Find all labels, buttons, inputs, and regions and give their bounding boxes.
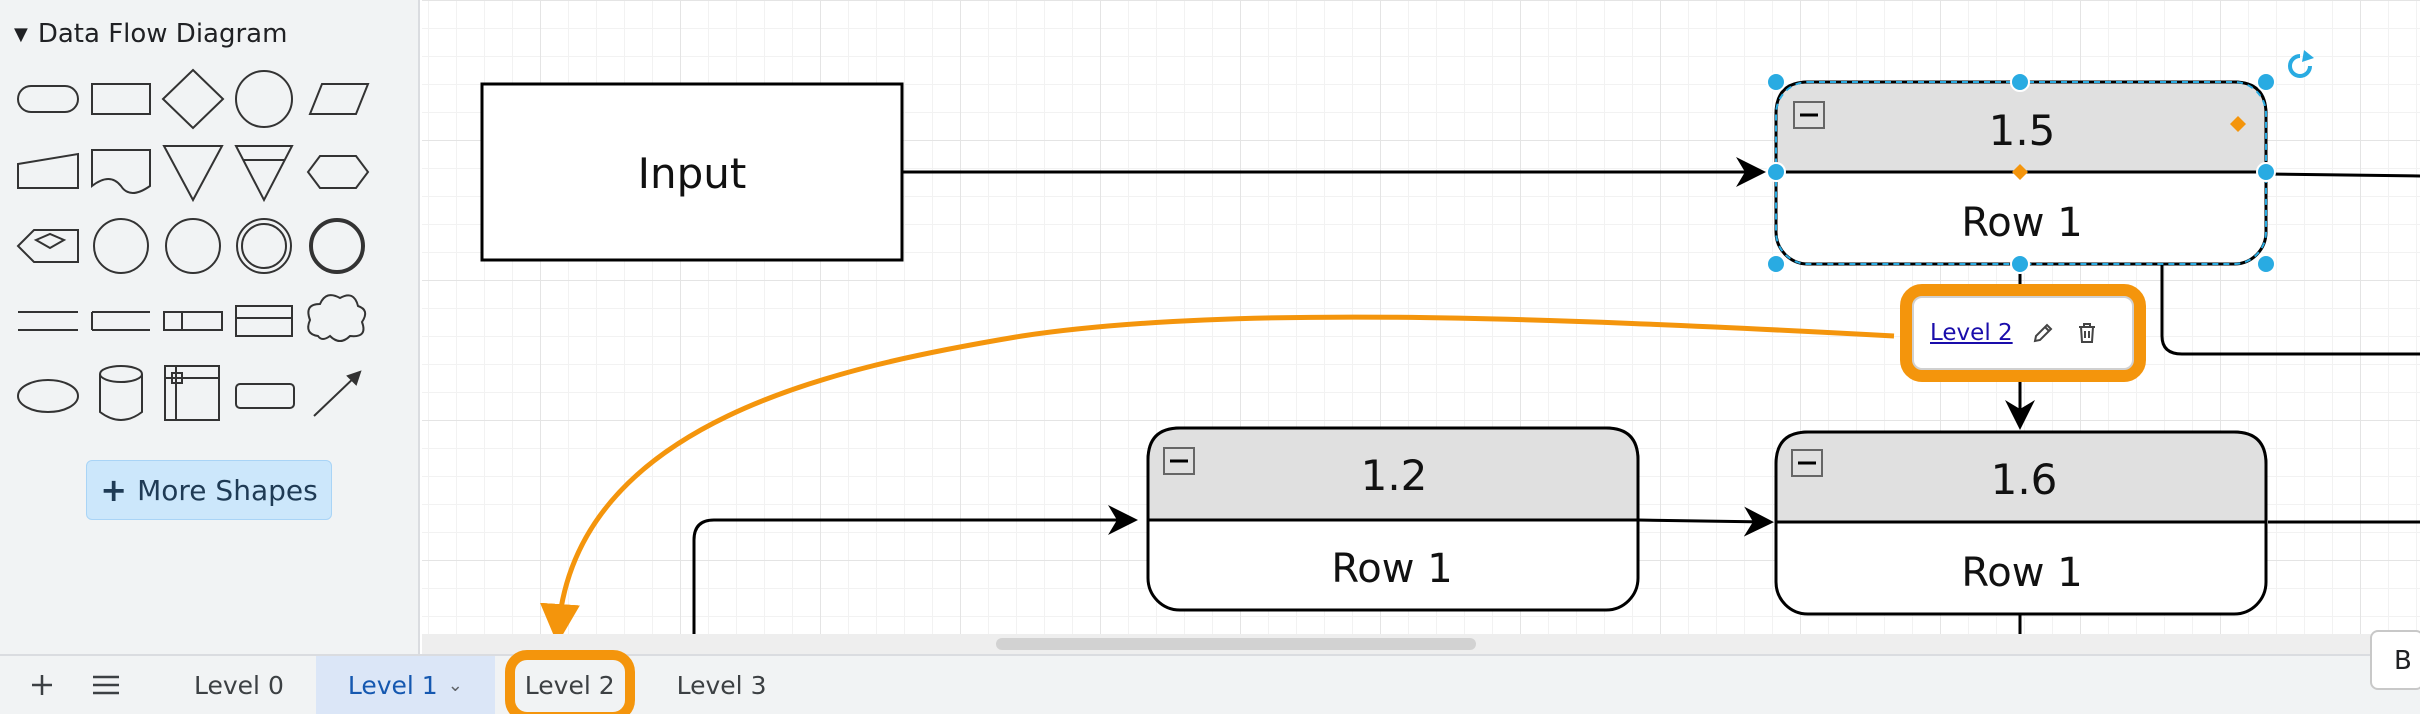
edge-link-toolbar: Level 2 [1912,296,2134,370]
tab-level-2[interactable]: Level 2 [504,650,635,714]
tab-label: Level 0 [194,670,284,700]
corner-button-label: B [2394,646,2412,676]
more-shapes-label: More Shapes [137,473,318,507]
input-label: Input [638,149,747,198]
pages-menu-button[interactable] [74,656,138,714]
scrollbar-thumb[interactable] [996,638,1476,650]
node-1-6-row: Row 1 [1961,550,2082,596]
shape-thick-circle[interactable] [309,218,365,274]
more-shapes-button[interactable]: + More Shapes [86,460,332,520]
shape-data-store[interactable] [18,311,78,331]
input-node[interactable]: Input [480,82,904,262]
tab-highlight-ring [504,650,635,714]
callout-arrow [540,314,1895,644]
shape-manual-input[interactable] [17,152,79,189]
page-link-level-2[interactable]: Level 2 [1930,320,2013,346]
shape-parallelogram[interactable] [308,83,370,115]
shape-rectangle[interactable] [91,83,151,115]
edge-1-5-bottom-right[interactable] [2160,264,2420,356]
shape-document[interactable] [91,149,151,194]
horizontal-scrollbar[interactable] [422,634,2420,654]
collapse-button-1-2[interactable] [1163,447,1195,475]
pencil-icon[interactable] [2029,319,2057,347]
adjust-handle-corner[interactable] [2230,116,2246,132]
shape-process-rounded[interactable] [235,383,295,409]
corner-button[interactable]: B [2370,630,2420,690]
shape-cylinder[interactable] [99,365,143,421]
shape-diamond[interactable] [161,68,225,130]
plus-icon: + [100,471,128,509]
shape-palette [0,0,420,440]
rotate-icon[interactable] [2288,50,2314,78]
node-1-2-title: 1.2 [1361,451,1428,500]
plus-icon [32,675,52,695]
node-1-5-title: 1.5 [1989,106,2056,155]
shape-circle-3[interactable] [165,218,221,274]
process-node-1-2[interactable]: 1.2 Row 1 [1146,426,1640,612]
shape-double-circle[interactable] [236,218,292,274]
shape-ellipse[interactable] [17,379,79,413]
tab-level-1[interactable]: Level 1 ⌄ [315,656,495,714]
node-1-5-row: Row 1 [1961,200,2082,246]
caret-down-icon: ▼ [14,23,28,45]
link-toolbar-highlight: Level 2 [1900,284,2146,382]
tab-label: Level 3 [676,670,767,700]
process-node-1-6[interactable]: 1.6 Row 1 [1774,430,2268,616]
shape-circle-2[interactable] [93,218,149,274]
node-1-6-title: 1.6 [1991,455,2058,504]
edge-1-5-right[interactable] [2267,172,2420,178]
trash-icon[interactable] [2073,319,2101,347]
shapes-sidebar: ▼ Data Flow Diagram [0,0,420,654]
shape-triangle-down[interactable] [162,145,224,203]
tab-level-3[interactable]: Level 3 [645,656,799,714]
adjust-handle[interactable] [2012,164,2028,180]
chevron-down-icon[interactable]: ⌄ [447,674,463,696]
section-title: Data Flow Diagram [37,19,288,49]
node-1-2-row: Row 1 [1331,546,1452,592]
tab-level-0[interactable]: Level 0 [162,656,316,714]
edge-to-1-2[interactable] [692,505,1138,654]
tab-label: Level 2 [524,670,615,700]
shape-data-store-2[interactable] [91,311,150,331]
shape-arrow[interactable] [313,370,362,417]
shape-terminator[interactable] [17,85,79,113]
shape-table[interactable] [235,305,293,337]
hamburger-icon [93,675,119,695]
resize-handles[interactable] [1766,72,2276,274]
process-node-1-5[interactable]: 1.5 Row 1 [1766,50,2314,274]
shape-cloud[interactable] [307,294,367,342]
shape-display[interactable] [16,229,79,263]
add-page-button[interactable] [10,656,74,714]
shape-internal-storage[interactable] [164,365,220,421]
section-header-data-flow-diagram[interactable]: ▼ Data Flow Diagram [14,14,287,54]
shape-merge[interactable] [234,145,294,203]
shape-hexagon[interactable] [306,155,370,189]
tab-label: Level 1 [347,670,438,700]
page-tab-bar: Level 0 Level 1 ⌄ Level 2 Level 3 [0,650,2420,714]
shape-data-store-3[interactable] [163,311,223,331]
edge-1-2-to-1-6[interactable] [1637,506,1774,537]
shape-circle[interactable] [235,70,293,128]
